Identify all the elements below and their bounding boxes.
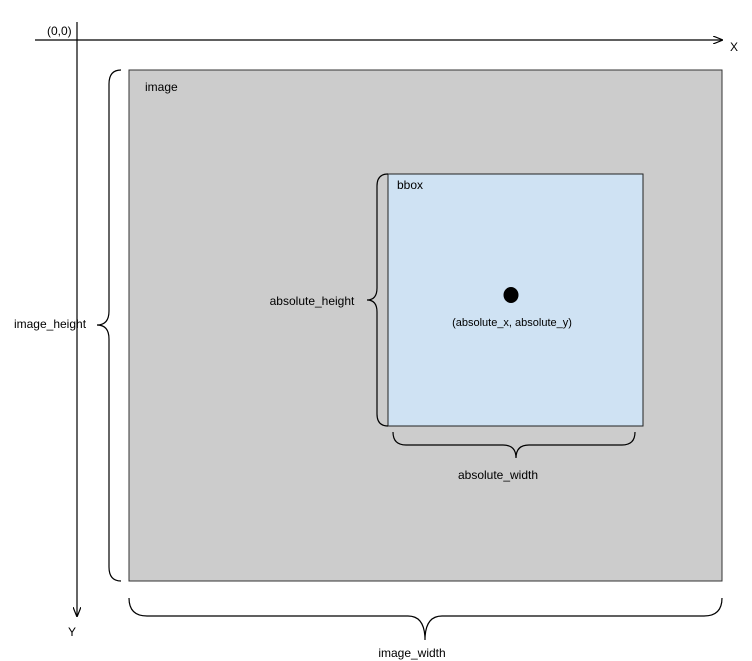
center-point xyxy=(503,287,519,303)
image-width-label: image_width xyxy=(378,646,445,660)
absolute-height-brace xyxy=(366,173,389,427)
absolute-height-label: absolute_height xyxy=(270,294,355,308)
center-point-label: (absolute_x, absolute_y) xyxy=(452,317,572,329)
absolute-width-brace xyxy=(392,431,636,459)
image-width-brace xyxy=(128,597,723,641)
image-height-brace xyxy=(96,69,122,582)
image-height-label: image_height xyxy=(14,317,87,331)
x-axis-label: X xyxy=(730,40,738,54)
origin-label: (0,0) xyxy=(47,24,72,38)
image-label: image xyxy=(145,80,178,94)
y-axis-label: Y xyxy=(68,625,76,639)
absolute-width-label: absolute_width xyxy=(458,468,538,482)
bbox-label: bbox xyxy=(397,178,423,192)
